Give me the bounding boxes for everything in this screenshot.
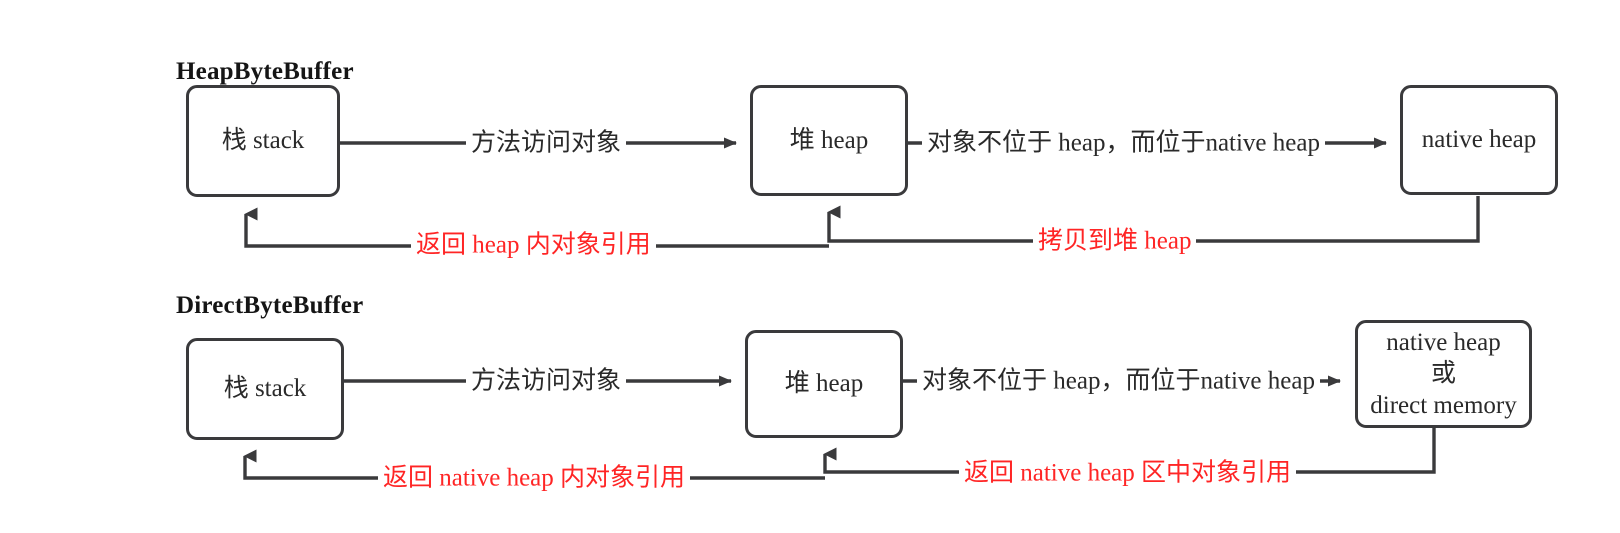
box-label: 堆 heap xyxy=(789,126,869,154)
box-label-line1: native heap xyxy=(1386,328,1501,356)
box-stack-heapbytebuffer: 栈 stack xyxy=(186,85,340,197)
edge-label-return-native-heap-ref: 返回 native heap 内对象引用 xyxy=(378,465,691,491)
box-label-line2: 或 xyxy=(1430,360,1456,388)
box-label-line3: direct memory xyxy=(1370,391,1517,419)
edge-label-stack-to-heap-top: 方法访问对象 xyxy=(466,130,627,156)
box-stack-directbytebuffer: 栈 stack xyxy=(186,338,344,440)
edge-label-return-heap-ref: 返回 heap 内对象引用 xyxy=(411,232,656,258)
box-native-heap-heapbytebuffer: native heap xyxy=(1400,85,1558,195)
box-heap-heapbytebuffer: 堆 heap xyxy=(750,85,908,196)
edge-label-heap-to-native-bottom: 对象不位于 heap，而位于native heap xyxy=(917,368,1320,394)
box-label: 堆 heap xyxy=(784,370,864,398)
edge-label-return-native-heap-zone-ref: 返回 native heap 区中对象引用 xyxy=(959,460,1297,486)
edge-label-stack-to-heap-bottom: 方法访问对象 xyxy=(466,368,627,394)
edge-label-heap-to-native-top: 对象不位于 heap，而位于native heap xyxy=(922,130,1325,156)
box-native-heap-directbytebuffer: native heap 或 direct memory xyxy=(1355,320,1532,428)
edge-label-copy-to-heap: 拷贝到堆 heap xyxy=(1033,228,1197,254)
box-label: 栈 stack xyxy=(223,375,307,403)
box-label: 栈 stack xyxy=(221,127,305,155)
section-title-directbytebuffer: DirectByteBuffer xyxy=(176,292,364,319)
box-label: native heap xyxy=(1421,126,1537,154)
section-title-heapbytebuffer: HeapByteBuffer xyxy=(176,58,354,85)
box-heap-directbytebuffer: 堆 heap xyxy=(745,330,903,438)
